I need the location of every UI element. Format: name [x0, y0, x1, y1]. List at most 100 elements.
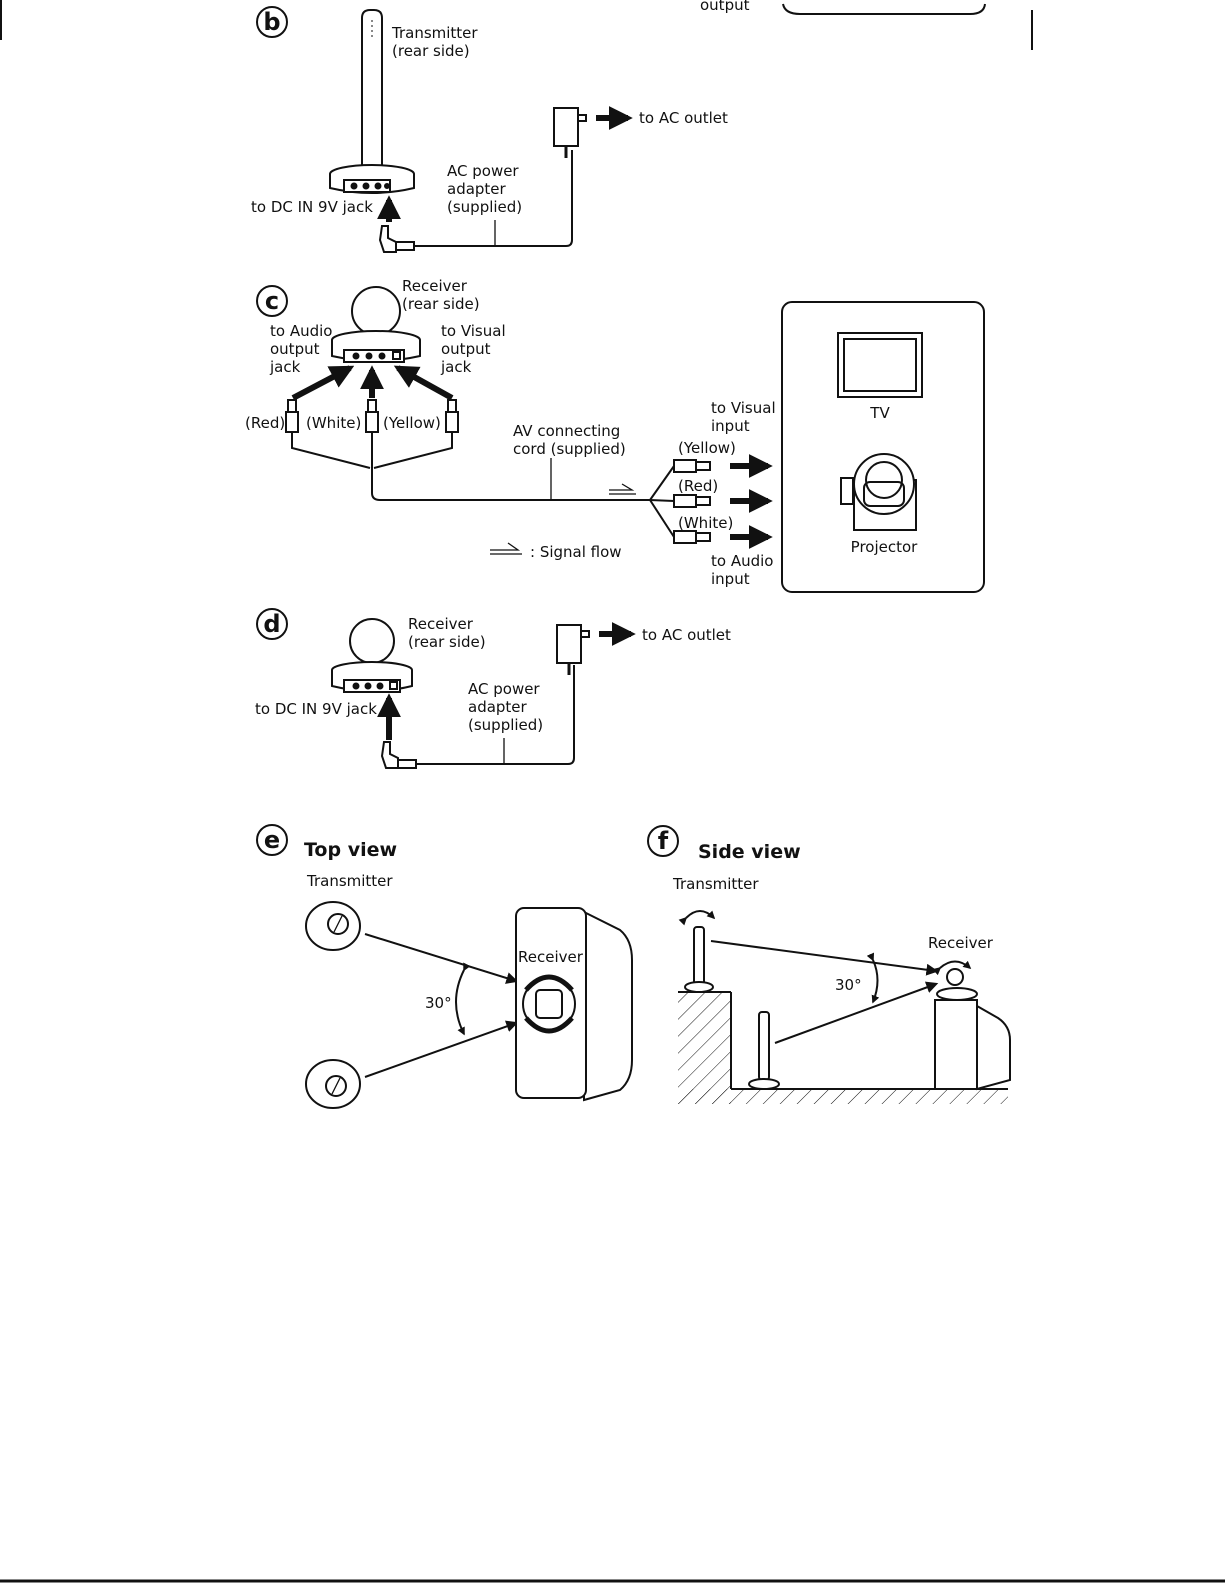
to-visual-input-line1: to Visual	[711, 399, 776, 417]
plug-label-red-right: (Red)	[678, 477, 718, 495]
output-plug-white	[673, 530, 711, 544]
av-cord-branches	[649, 465, 675, 538]
to-ac-outlet-label-d: to AC outlet	[642, 626, 731, 644]
to-audio-input-line1: to Audio	[711, 552, 773, 570]
svg-text:c: c	[265, 287, 279, 315]
section-d-marker: d	[256, 608, 288, 640]
plug-label-yellow: (Yellow)	[383, 414, 441, 432]
to-audio-output-line2: output	[270, 340, 320, 358]
signal-flow-legend-label: : Signal flow	[530, 543, 622, 561]
svg-text:e: e	[264, 826, 280, 854]
adapter-d-label-line1: AC power	[468, 680, 540, 698]
side-view-title: Side view	[698, 841, 801, 863]
top-fragment-box	[782, 3, 986, 15]
top-view-receiver	[522, 974, 576, 1034]
section-f-marker: f	[647, 825, 679, 857]
top-view-title: Top view	[304, 839, 397, 861]
side-view-receiver-label: Receiver	[928, 934, 994, 952]
section-c-marker: c	[256, 285, 288, 317]
av-cord-main	[371, 468, 650, 501]
side-view-transmitter-lower	[748, 1011, 780, 1090]
receiver-d-label-line1: Receiver	[408, 615, 474, 633]
to-audio-input-line2: input	[711, 570, 750, 588]
ac-adapter	[553, 107, 587, 158]
av-cord-label-line1: AV connecting	[513, 422, 620, 440]
plug-label-white: (White)	[306, 414, 361, 432]
output-plug-yellow	[673, 459, 711, 473]
av-cord-label-line2: cord (supplied)	[513, 440, 626, 458]
projector-device	[840, 453, 917, 531]
top-fragment-label: output	[700, 0, 750, 14]
section-e-marker: e	[256, 824, 288, 856]
to-visual-output-line3: jack	[440, 358, 472, 376]
svg-text:d: d	[263, 610, 280, 638]
side-view-angle-arc	[866, 952, 880, 1004]
to-ac-outlet-label: to AC outlet	[639, 109, 728, 127]
dc-plug	[378, 225, 415, 253]
adapter-label-line2: adapter	[447, 180, 507, 198]
svg-text:f: f	[658, 827, 669, 855]
receiver-device	[331, 286, 421, 363]
top-view-transmitter-upper	[305, 901, 361, 951]
side-view-beam-lower	[774, 981, 939, 1044]
receiver-device-d	[331, 618, 413, 693]
transmitter-label-line1: Transmitter	[391, 24, 478, 42]
adapter-d-label-line3: (supplied)	[468, 716, 543, 734]
to-dc-jack-label: to DC IN 9V jack	[251, 198, 373, 216]
transmitter-device	[329, 9, 415, 194]
section-f: f Side view Transmitter 30°	[647, 825, 1011, 1104]
to-visual-input-line2: input	[711, 417, 750, 435]
signal-flow-legend-icon	[490, 542, 522, 555]
tv-device	[837, 332, 923, 398]
section-e: e Top view Transmitter 30° Receiver	[256, 824, 633, 1109]
side-view-table	[678, 992, 731, 1104]
projector-label: Projector	[851, 538, 918, 556]
to-audio-output-line3: jack	[269, 358, 301, 376]
receiver-label-line1: Receiver	[402, 277, 468, 295]
top-fragment: output	[700, 0, 986, 15]
side-view-receiver	[932, 960, 978, 1001]
adapter-label-line1: AC power	[447, 162, 519, 180]
rca-plug-yellow	[445, 399, 459, 433]
svg-text:b: b	[263, 8, 280, 36]
plug-arrow-red	[291, 365, 355, 401]
top-view-angle-label: 30°	[425, 994, 452, 1012]
top-view-angle-arc	[455, 962, 471, 1036]
plug-label-white-right: (White)	[678, 514, 733, 532]
rca-plug-white	[365, 399, 379, 433]
plug-label-yellow-right: (Yellow)	[678, 439, 736, 457]
top-view-transmitter-lower	[305, 1059, 361, 1109]
display-devices-box	[781, 301, 985, 593]
top-view-transmitter-label: Transmitter	[306, 872, 393, 890]
dc-plug-d	[380, 741, 417, 769]
to-visual-output-line1: to Visual	[441, 322, 506, 340]
top-view-beam-upper	[364, 933, 519, 984]
adapter-cable	[414, 150, 573, 247]
side-view-angle-label: 30°	[835, 976, 862, 994]
side-view-tv	[934, 999, 1011, 1091]
receiver-label-line2: (rear side)	[402, 295, 480, 313]
to-dc-jack-label-d: to DC IN 9V jack	[255, 700, 377, 718]
cord-merge	[291, 432, 453, 469]
transmitter-label-line2: (rear side)	[392, 42, 470, 60]
plug-arrow-yellow	[393, 365, 454, 401]
section-d: d Receiver (rear side) to DC IN 9V jack …	[255, 608, 731, 769]
output-plug-red	[673, 494, 711, 508]
tv-label: TV	[869, 404, 890, 422]
adapter-d-label-line2: adapter	[468, 698, 528, 716]
adapter-label-line3: (supplied)	[447, 198, 522, 216]
side-view-transmitter-label: Transmitter	[672, 875, 759, 893]
section-c: c Receiver (rear side) to Audio output j…	[245, 277, 985, 593]
plug-label-red: (Red)	[245, 414, 285, 432]
section-b: b Transmitter (rear side) to DC IN 9V ja…	[251, 6, 728, 253]
side-view-floor	[678, 1089, 1008, 1104]
side-view-transmitter-upper	[678, 910, 716, 993]
to-audio-output-line1: to Audio	[270, 322, 332, 340]
side-view-beam-upper	[710, 940, 939, 976]
top-view-receiver-label: Receiver	[518, 948, 584, 966]
top-view-beam-lower	[364, 1020, 519, 1078]
signal-flow-arrow-on-cord	[609, 483, 636, 495]
adapter-cable-d	[416, 665, 575, 765]
section-b-marker: b	[256, 6, 288, 38]
